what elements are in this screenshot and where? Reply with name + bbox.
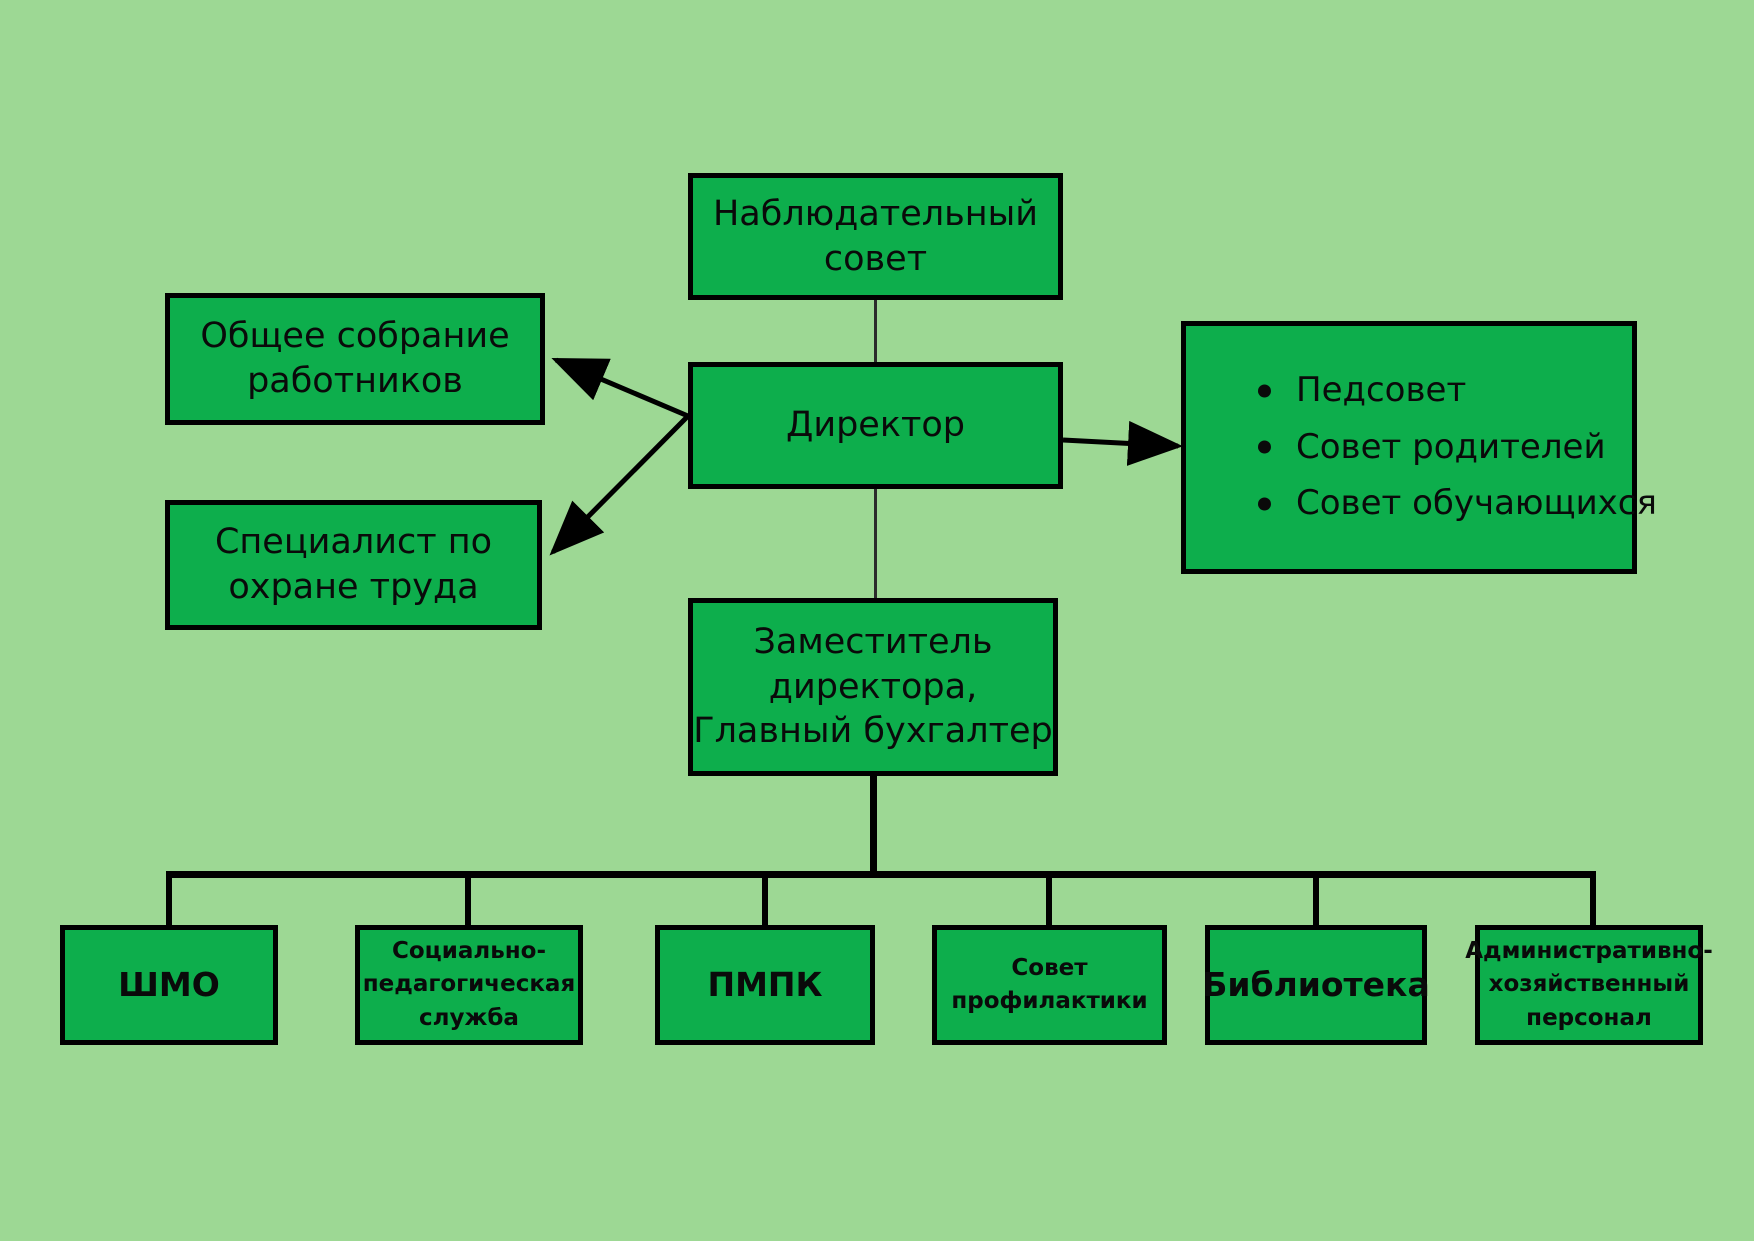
arrow-director-to-councils (1062, 420, 1183, 466)
node-label: Наблюдательный (712, 193, 1038, 234)
node-pmpk[interactable]: ПМПК (655, 925, 875, 1045)
node-label: Специалист по (214, 522, 493, 563)
node-label: работников (247, 361, 463, 401)
councils-bullet-list: Педсовет Совет родителей Совет обучающих… (1186, 356, 1657, 539)
node-label: Общее собрание (200, 316, 510, 357)
node-label: совет (823, 238, 928, 279)
node-supervisory-board[interactable]: Наблюдательный совет (688, 173, 1063, 300)
node-director[interactable]: Директор (688, 362, 1063, 489)
connector-drop-pmpk (762, 871, 768, 927)
node-label: директора, (768, 666, 978, 707)
node-administrative-economic-personnel[interactable]: Административно- хозяйственный персонал (1465, 925, 1713, 1045)
connector-drop-shmo (166, 871, 172, 927)
node-label: охране труда (228, 567, 479, 607)
node-label: Совет (1011, 954, 1088, 981)
node-prevention-council[interactable]: Совет профилактики (932, 925, 1167, 1045)
node-label: Главный бухгалтер (693, 711, 1053, 752)
node-library[interactable]: Библиотека (1202, 925, 1430, 1045)
node-label: педагогическая (362, 971, 576, 998)
connector-director-to-deputy (874, 487, 877, 600)
node-label: ШМО (118, 964, 220, 1004)
node-label: ПМПК (707, 964, 823, 1004)
connector-bottom-bus (168, 871, 1596, 878)
node-label: Административно- (1465, 937, 1713, 964)
arrow-director-to-general-meeting (551, 357, 689, 419)
node-label: Библиотека (1202, 964, 1430, 1004)
node-label: Социально- (392, 937, 546, 964)
connector-drop-library (1313, 871, 1319, 927)
connector-drop-ahp (1590, 871, 1596, 927)
node-labor-safety-specialist[interactable]: Специалист по охране труда (165, 500, 542, 630)
connector-drop-sps (465, 871, 471, 927)
node-label: Директор (786, 405, 965, 446)
connector-drop-prevent (1046, 871, 1052, 927)
node-general-meeting-of-workers[interactable]: Общее собрание работников (165, 293, 545, 425)
node-councils-list[interactable]: Педсовет Совет родителей Совет обучающих… (1181, 321, 1657, 574)
node-label: служба (419, 1004, 519, 1031)
node-label: хозяйственный (1488, 971, 1690, 998)
connector-board-to-director (874, 298, 877, 364)
node-social-pedagogical-service[interactable]: Социально- педагогическая служба (355, 925, 583, 1045)
node-label: профилактики (951, 988, 1148, 1014)
connector-deputy-to-bus (870, 774, 877, 876)
list-item: Совет родителей (1254, 426, 1632, 470)
node-label: Заместитель (753, 621, 993, 662)
node-deputy-director-chief-accountant[interactable]: Заместитель директора, Главный бухгалтер (688, 598, 1058, 776)
node-shmo[interactable]: ШМО (60, 925, 278, 1045)
arrow-director-to-labor-safety (549, 414, 690, 556)
node-label: персонал (1526, 1004, 1652, 1031)
list-item: Педсовет (1254, 369, 1632, 413)
list-item: Совет обучающихся (1254, 482, 1657, 526)
